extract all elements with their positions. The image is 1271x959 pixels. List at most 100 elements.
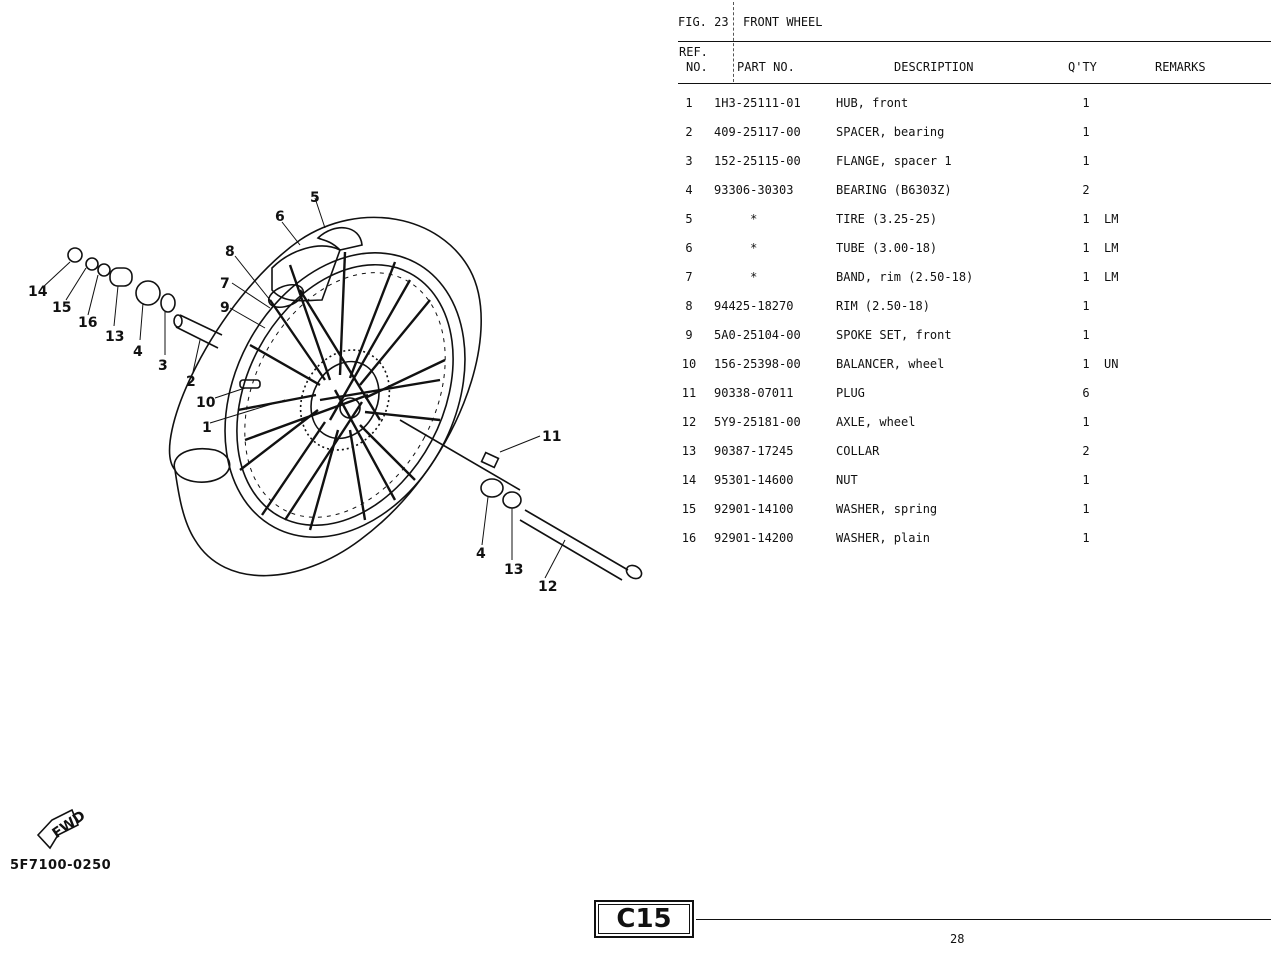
part-no-cell: 5A0-25104-00 bbox=[714, 328, 801, 342]
header-qty: Q'TY bbox=[1068, 60, 1097, 74]
description-cell: COLLAR bbox=[836, 444, 880, 458]
part-no-cell: 95301-14600 bbox=[714, 473, 794, 487]
part-no-cell: 92901-14100 bbox=[714, 502, 794, 516]
part-no-cell: 93306-30303 bbox=[714, 183, 794, 197]
callout-6: 6 bbox=[275, 209, 285, 225]
description-cell: WASHER, plain bbox=[836, 531, 930, 545]
description-cell: SPOKE SET, front bbox=[836, 328, 952, 342]
spacer bbox=[175, 314, 223, 349]
fwd-arrow-shape bbox=[36, 808, 80, 850]
figure-title: FRONT WHEEL bbox=[743, 15, 823, 29]
ref-cell: 4 bbox=[685, 183, 693, 197]
ref-cell: 1 bbox=[685, 96, 693, 110]
qty-cell: 6 bbox=[1082, 386, 1090, 400]
qty-cell: 1 bbox=[1082, 125, 1090, 139]
figure-label: FIG. 23 bbox=[678, 15, 729, 29]
qty-cell: 1 bbox=[1082, 270, 1090, 284]
figure-heading: FIG. 23 FRONT WHEEL bbox=[678, 15, 823, 29]
hub-flange bbox=[299, 349, 391, 451]
part-no-cell: 1H3-25111-01 bbox=[714, 96, 801, 110]
collar-right bbox=[502, 491, 522, 509]
part-no-cell: * bbox=[714, 212, 758, 226]
description-cell: HUB, front bbox=[836, 96, 909, 110]
exploded-wheel-diagram: 14 15 16 13 4 3 2 10 1 9 7 8 6 5 11 4 13… bbox=[28, 190, 643, 850]
callout-13-right: 13 bbox=[504, 562, 523, 578]
ref-cell: 13 bbox=[681, 444, 697, 458]
qty-cell: 2 bbox=[1082, 444, 1090, 458]
ref-cell: 3 bbox=[685, 154, 693, 168]
qty-cell: 1 bbox=[1082, 357, 1090, 371]
collar-left bbox=[109, 267, 133, 287]
part-no-cell: 90338-07011 bbox=[714, 386, 794, 400]
tire-cut-section bbox=[173, 448, 231, 483]
table-row: 1 1H3-25111-01 HUB, front 1 bbox=[678, 94, 1271, 123]
fwd-label: FWD bbox=[49, 808, 88, 842]
axle-shaft bbox=[519, 509, 629, 581]
washer-spring bbox=[85, 257, 99, 271]
remarks-cell: LM bbox=[1104, 270, 1119, 284]
callout-13-left: 13 bbox=[105, 329, 124, 345]
ref-cell: 12 bbox=[681, 415, 697, 429]
description-cell: NUT bbox=[836, 473, 858, 487]
table-row: 13 90387-17245 COLLAR 2 bbox=[678, 442, 1271, 471]
nut bbox=[67, 247, 83, 263]
description-cell: TUBE (3.00-18) bbox=[836, 241, 938, 255]
ref-cell: 16 bbox=[681, 531, 697, 545]
footer-rule bbox=[696, 919, 1271, 920]
callout-1: 1 bbox=[202, 420, 212, 436]
remarks-cell: UN bbox=[1104, 357, 1119, 371]
header-rule-top bbox=[678, 41, 1271, 42]
qty-cell: 1 bbox=[1082, 96, 1090, 110]
header-divider bbox=[733, 2, 734, 82]
section-badge: C15 bbox=[594, 900, 694, 938]
header-description: DESCRIPTION bbox=[894, 60, 974, 74]
header-remarks: REMARKS bbox=[1155, 60, 1206, 74]
qty-cell: 1 bbox=[1082, 154, 1090, 168]
callout-2: 2 bbox=[186, 374, 196, 390]
qty-cell: 1 bbox=[1082, 473, 1090, 487]
plug bbox=[480, 451, 500, 469]
part-no-cell: * bbox=[714, 241, 758, 255]
callout-4-right: 4 bbox=[476, 546, 486, 562]
callout-5: 5 bbox=[310, 190, 320, 206]
bearing-left bbox=[135, 280, 161, 306]
callout-14: 14 bbox=[28, 284, 48, 300]
page-number: 28 bbox=[950, 932, 965, 946]
ref-cell: 11 bbox=[681, 386, 697, 400]
description-cell: SPACER, bearing bbox=[836, 125, 945, 139]
drawing-code: 5F7100-0250 bbox=[10, 858, 112, 873]
ref-cell: 9 bbox=[685, 328, 693, 342]
qty-cell: 1 bbox=[1082, 241, 1090, 255]
washer-plain bbox=[97, 263, 111, 277]
description-cell: WASHER, spring bbox=[836, 502, 938, 516]
qty-cell: 1 bbox=[1082, 212, 1090, 226]
part-no-cell: 5Y9-25181-00 bbox=[714, 415, 801, 429]
qty-cell: 1 bbox=[1082, 299, 1090, 313]
callout-10: 10 bbox=[196, 395, 216, 411]
rim-dashed bbox=[244, 272, 446, 518]
spokes bbox=[237, 251, 446, 531]
part-no-cell: * bbox=[714, 270, 758, 284]
description-cell: BAND, rim (2.50-18) bbox=[836, 270, 974, 284]
part-no-cell: 90387-17245 bbox=[714, 444, 794, 458]
description-cell: FLANGE, spacer 1 bbox=[836, 154, 952, 168]
part-no-cell: 94425-18270 bbox=[714, 299, 794, 313]
qty-cell: 2 bbox=[1082, 183, 1090, 197]
callout-11: 11 bbox=[542, 429, 561, 445]
header-ref-line1: REF. bbox=[679, 45, 708, 59]
axle-end bbox=[625, 564, 643, 580]
description-cell: AXLE, wheel bbox=[836, 415, 916, 429]
callout-15: 15 bbox=[52, 300, 71, 316]
tire-top-section bbox=[316, 226, 363, 251]
